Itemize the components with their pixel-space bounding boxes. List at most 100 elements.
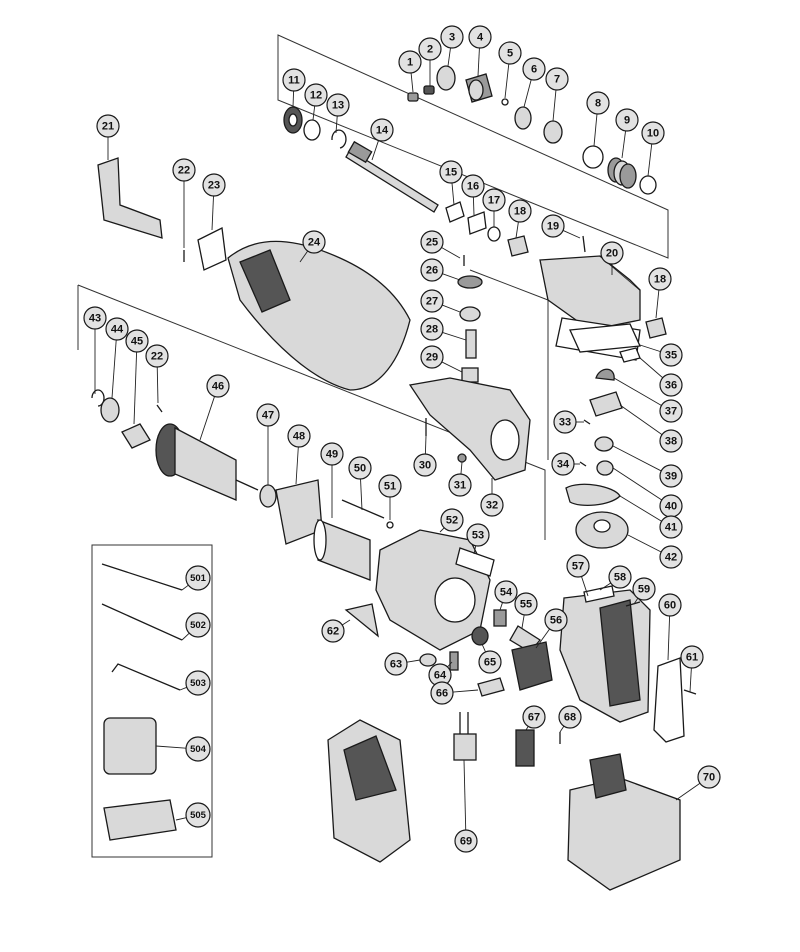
balloon-circle — [468, 25, 492, 49]
leader-line-67 — [525, 726, 529, 731]
balloon-11: 11 — [282, 68, 306, 92]
part-number-label: 58 — [614, 572, 626, 584]
part-number-label: 1 — [407, 57, 413, 69]
balloon-505: 505 — [185, 802, 211, 828]
balloon-circle — [420, 289, 444, 313]
leader-line-25 — [441, 247, 461, 259]
balloon-33: 33 — [553, 410, 577, 434]
part-41-cam — [565, 483, 621, 507]
leader-line-46 — [199, 396, 215, 441]
leader-line-68 — [559, 725, 565, 733]
leader-line-7 — [552, 89, 557, 122]
part-number-label: 4 — [477, 32, 484, 44]
part-number-label: 66 — [436, 688, 448, 700]
part-59-screw — [625, 601, 641, 607]
balloon-24: 24 — [302, 230, 326, 254]
part-number-label: 55 — [520, 599, 532, 611]
balloon-circle — [600, 241, 624, 265]
part-number-label: 22 — [178, 165, 190, 177]
accessory-box — [91, 544, 213, 858]
part-number-label: 11 — [288, 75, 300, 87]
balloon-circle — [398, 50, 422, 74]
part-number-label: 57 — [572, 561, 584, 573]
leader-line-13 — [335, 115, 338, 134]
balloon-56: 56 — [544, 608, 568, 632]
part-17-oring — [487, 226, 501, 242]
balloon-504: 504 — [185, 736, 211, 762]
motor-group-frame — [77, 284, 546, 540]
balloon-66: 66 — [430, 681, 454, 705]
balloon-59: 59 — [632, 577, 656, 601]
leader-line-65 — [481, 643, 486, 653]
balloon-circle — [348, 456, 372, 480]
part-45-plate — [121, 423, 151, 449]
part-62-label — [344, 603, 379, 638]
leader-line-42 — [627, 534, 662, 553]
part-number-label: 44 — [111, 324, 124, 336]
balloon-circle — [420, 317, 444, 341]
part-14-rod — [345, 149, 439, 213]
part-number-label: 53 — [472, 530, 484, 542]
part-number-label: 46 — [212, 381, 224, 393]
leader-line-15 — [451, 182, 455, 206]
leader-line-37 — [613, 377, 662, 406]
part-number-label: 502 — [190, 620, 206, 631]
leader-line-58 — [599, 582, 612, 591]
part-22-screw-b — [156, 404, 163, 413]
balloon-12: 12 — [304, 83, 328, 107]
part-number-label: 20 — [606, 248, 618, 260]
balloon-circle — [185, 736, 211, 762]
part-12-washer — [303, 119, 321, 141]
part-54-brush — [493, 609, 507, 627]
balloon-circle — [282, 68, 306, 92]
part-37-clip — [595, 368, 615, 381]
part-number-label: 65 — [484, 657, 496, 669]
balloon-52: 52 — [440, 508, 464, 532]
part-33-screw — [583, 419, 591, 425]
balloon-44: 44 — [105, 317, 129, 341]
balloon-37: 37 — [659, 399, 683, 423]
part-number-label: 6 — [531, 64, 537, 76]
balloon-9: 9 — [615, 108, 639, 132]
part-23-lever — [197, 227, 227, 271]
part-8-collar — [582, 145, 604, 169]
part-number-label: 38 — [665, 436, 677, 448]
balloon-7: 7 — [545, 67, 569, 91]
leader-line-3 — [447, 47, 451, 67]
balloon-circle — [498, 41, 522, 65]
part-number-label: 35 — [665, 350, 677, 362]
leader-line-26 — [442, 273, 461, 281]
balloon-6: 6 — [522, 57, 546, 81]
leader-line-505 — [175, 817, 187, 821]
balloon-circle — [508, 199, 532, 223]
leader-line-45 — [133, 351, 138, 425]
balloon-31: 31 — [448, 473, 472, 497]
balloon-circle — [202, 173, 226, 197]
part-5-ball — [501, 98, 509, 106]
part-29-collar — [461, 367, 479, 383]
balloon-32: 32 — [480, 493, 504, 517]
part-number-label: 56 — [550, 615, 562, 627]
balloon-43: 43 — [83, 306, 107, 330]
part-number-label: 67 — [528, 712, 540, 724]
part-number-label: 32 — [486, 500, 498, 512]
part-number-label: 25 — [426, 237, 438, 249]
part-47-bearing — [259, 484, 277, 508]
balloon-circle — [648, 267, 672, 291]
part-number-label: 47 — [262, 410, 274, 422]
balloon-circle — [439, 160, 463, 184]
leader-line-40 — [612, 467, 663, 501]
balloon-circle — [440, 508, 464, 532]
balloon-50: 50 — [348, 456, 372, 480]
part-number-label: 54 — [500, 587, 513, 599]
balloon-circle — [659, 343, 683, 367]
balloon-circle — [287, 424, 311, 448]
balloon-27: 27 — [420, 289, 444, 313]
leader-line-54 — [499, 602, 503, 611]
part-number-label: 18 — [514, 206, 526, 218]
part-40-bearing — [596, 460, 614, 476]
part-number-label: 5 — [507, 48, 513, 60]
balloon-circle — [522, 57, 546, 81]
leader-line-501 — [181, 584, 189, 591]
part-number-label: 9 — [624, 115, 630, 127]
